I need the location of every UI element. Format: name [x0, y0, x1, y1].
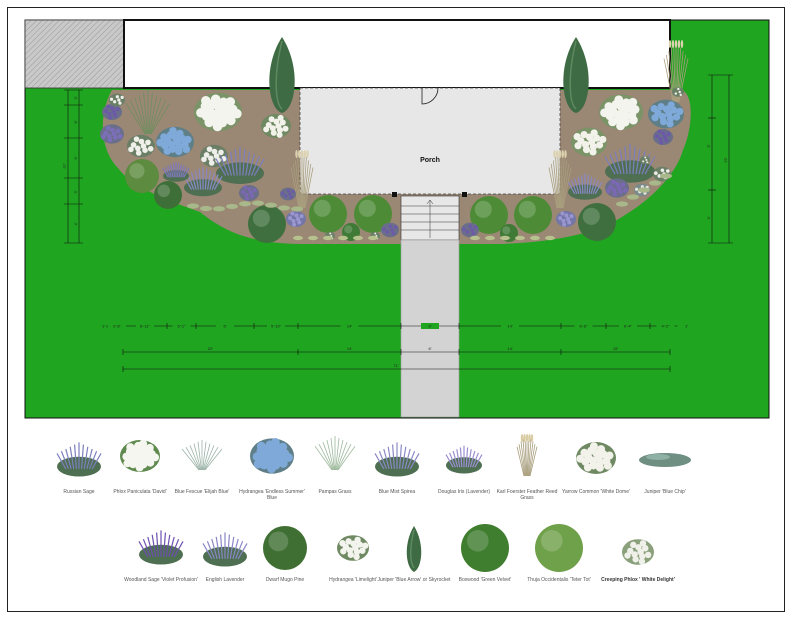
dimension-label: 6'-4": [624, 324, 633, 329]
dimension-label: 27': [62, 163, 67, 168]
dimension-label: 4': [706, 216, 711, 219]
porch: [299, 87, 561, 195]
dimension-label: 14': [347, 346, 352, 351]
legend-item: Phlox Paniculata 'David': [103, 434, 177, 495]
dimension-label: 1'-9": [102, 324, 111, 329]
woodland-sage-icon: [138, 530, 184, 565]
legend-item: Hydrangea 'Limelight': [316, 522, 390, 583]
dimension-label: 5'-1": [178, 324, 187, 329]
dimension-lines: 1'-9"2'-6" 6'-11" 5'-1" 6' 5'-10" 14' 6' 14' 6'-…: [62, 74, 733, 372]
juniper-blue-chip-icon: [639, 453, 691, 467]
dimension-label: 6': [429, 324, 432, 329]
douglas-iris-icon: [445, 445, 483, 474]
pampas-grass-icon: [314, 436, 356, 471]
legend-label: Woodland Sage 'Violet Profusion': [124, 577, 198, 583]
legend-item: Hydrangea 'Endless Summer' Blue: [235, 434, 309, 501]
phlox-david-icon: [120, 439, 160, 472]
legend-item: Woodland Sage 'Violet Profusion': [124, 522, 198, 583]
legend-item: Russian Sage: [42, 434, 116, 495]
porch-post: [462, 192, 467, 197]
legend-item: Juniper 'Blue Chip': [628, 434, 702, 495]
legend-label: Pampas Grass: [318, 489, 352, 495]
legend-item: Blue Mist Spirea: [360, 434, 434, 495]
hydrangea-blue-icon: [250, 437, 294, 474]
dimension-label: 6': [73, 120, 78, 123]
dimension-label: 2'-6": [113, 324, 122, 329]
porch-stairs: [400, 195, 460, 241]
legend-label: Hydrangea 'Endless Summer' Blue: [239, 489, 305, 501]
legend-item: Douglas Iris (Lavender): [427, 434, 501, 495]
dimension-label: 5': [706, 144, 711, 147]
yarrow-icon: [576, 442, 616, 474]
legend-item: Juniper 'Blue Arrow' or Skyrocket: [377, 522, 451, 583]
legend-item: Boxwood 'Green Velvet': [448, 522, 522, 583]
legend-item: Creeping Phlox ' White Delight': [601, 522, 675, 583]
legend-item: Thuja Occidentalis 'Teter Tot': [522, 522, 596, 583]
dimension-label: 6': [224, 324, 227, 329]
thuja-icon: [535, 524, 583, 572]
dimension-label: 6': [73, 156, 78, 159]
legend-label: English Lavender: [205, 577, 245, 583]
blue-mist-spirea-icon: [374, 442, 420, 477]
legend-label: Juniper 'Blue Arrow' or Skyrocket: [377, 577, 451, 583]
legend-item: English Lavender: [188, 522, 262, 583]
legend-label: Hydrangea 'Limelight': [329, 577, 377, 583]
legend-label: Russian Sage: [63, 489, 95, 495]
legend-label: Yarrow Common 'White Dome': [562, 489, 630, 495]
porch-label: Porch: [420, 157, 440, 164]
legend-label: Blue Mist Spirea: [378, 489, 416, 495]
legend-item: Yarrow Common 'White Dome': [559, 434, 633, 495]
blue-fescue-icon: [181, 440, 223, 471]
feather-reed-grass-icon: [516, 434, 538, 477]
dimension-label: 1': [685, 324, 688, 329]
legend-item: Karl Foerster Feather Reed Grass: [490, 434, 564, 501]
legend-item: Blue Fescue 'Elijah Blue': [165, 434, 239, 495]
juniper-blue-arrow-icon: [406, 526, 422, 572]
legend-label: Juniper 'Blue Chip': [644, 489, 686, 495]
legend-label: Karl Foerster Feather Reed Grass: [496, 489, 558, 501]
legend-label: Thuja Occidentalis 'Teter Tot': [527, 577, 591, 583]
mugo-pine-icon: [263, 526, 307, 570]
legend-item: Pampas Grass: [298, 434, 372, 495]
dimension-label: 4': [73, 222, 78, 225]
legend-label: Phlox Paniculata 'David': [113, 489, 167, 495]
legend-label: Blue Fescue 'Elijah Blue': [174, 489, 230, 495]
legend-item: Dwarf Mugo Pine: [248, 522, 322, 583]
hydrangea-limelight-icon: [337, 535, 369, 561]
dimension-label: 14': [347, 324, 352, 329]
dimension-label: 3': [73, 190, 78, 193]
dimension-label: 6': [429, 346, 432, 351]
driveway-hatch: [24, 19, 125, 89]
dimension-label: 71': [393, 363, 398, 368]
dimension-label: 6'-11": [140, 324, 150, 329]
legend-label: Douglas Iris (Lavender): [438, 489, 490, 495]
legend-label: Boxwood 'Green Velvet': [458, 577, 512, 583]
porch-post: [392, 192, 397, 197]
russian-sage-icon: [56, 442, 102, 477]
planting-bed-plants: [100, 37, 689, 243]
dimension-label: 15': [613, 346, 618, 351]
dimension-label: 14': [507, 346, 512, 351]
door-swing: [421, 87, 439, 105]
dimension-label: 22': [723, 157, 728, 162]
boxwood-icon: [461, 524, 509, 572]
creeping-phlox-icon: [622, 539, 654, 565]
legend-label: Creeping Phlox ' White Delight': [601, 577, 675, 583]
dimension-label: 14': [507, 324, 512, 329]
legend-label: Dwarf Mugo Pine: [265, 577, 305, 583]
english-lavender-icon: [202, 532, 248, 567]
dimension-label: 5'-10": [271, 324, 282, 329]
dimension-label: 4'-2": [662, 324, 671, 329]
dimension-label: 6'-6": [580, 324, 589, 329]
dimension-label: 22': [208, 346, 213, 351]
dimension-label: 3': [73, 96, 78, 99]
